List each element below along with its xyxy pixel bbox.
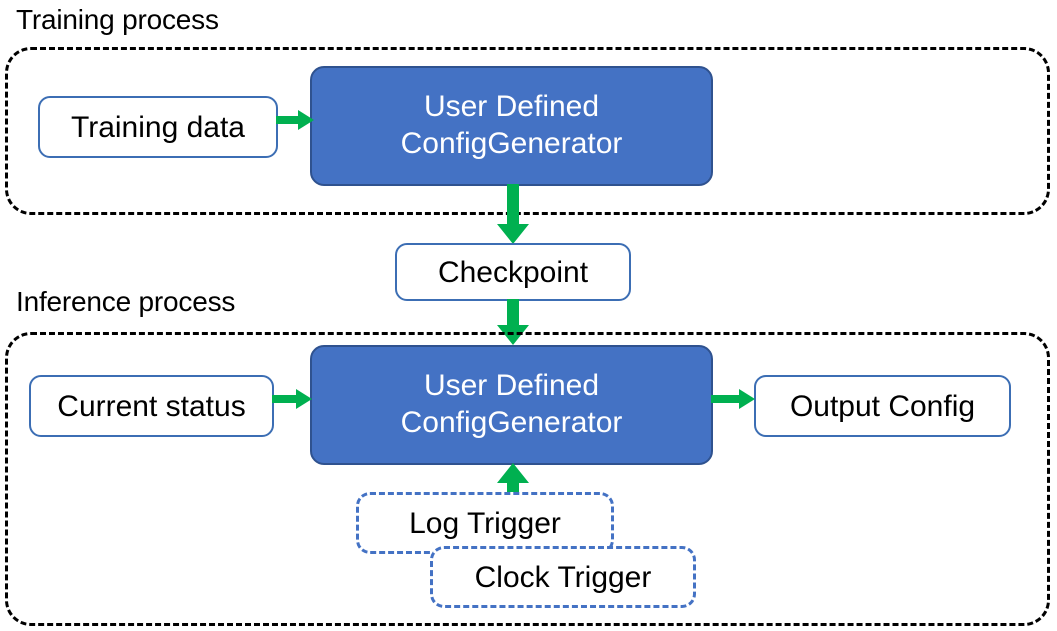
node-log-trigger[interactable]: Log Trigger: [356, 492, 614, 554]
node-inference-config-generator[interactable]: User Defined ConfigGenerator: [310, 345, 713, 465]
node-training-data[interactable]: Training data: [38, 96, 278, 158]
node-clock-trigger[interactable]: Clock Trigger: [430, 546, 696, 608]
node-label-wrapper: User Defined ConfigGenerator: [401, 368, 623, 441]
node-label-wrapper: User Defined ConfigGenerator: [401, 89, 623, 162]
node-label-line1: User Defined: [423, 369, 600, 403]
node-checkpoint[interactable]: Checkpoint: [395, 243, 631, 301]
inference-process-container: [5, 332, 1050, 626]
training-process-title: Training process: [16, 4, 219, 35]
node-label-line2: ConfigGenerator: [400, 127, 623, 160]
inference-process-title: Inference process: [16, 286, 236, 317]
node-label-line2: ConfigGenerator: [400, 406, 623, 439]
node-label-line1: User Defined: [423, 90, 600, 124]
node-output-config[interactable]: Output Config: [754, 375, 1011, 437]
node-training-config-generator[interactable]: User Defined ConfigGenerator: [310, 66, 713, 186]
node-current-status[interactable]: Current status: [29, 375, 274, 437]
